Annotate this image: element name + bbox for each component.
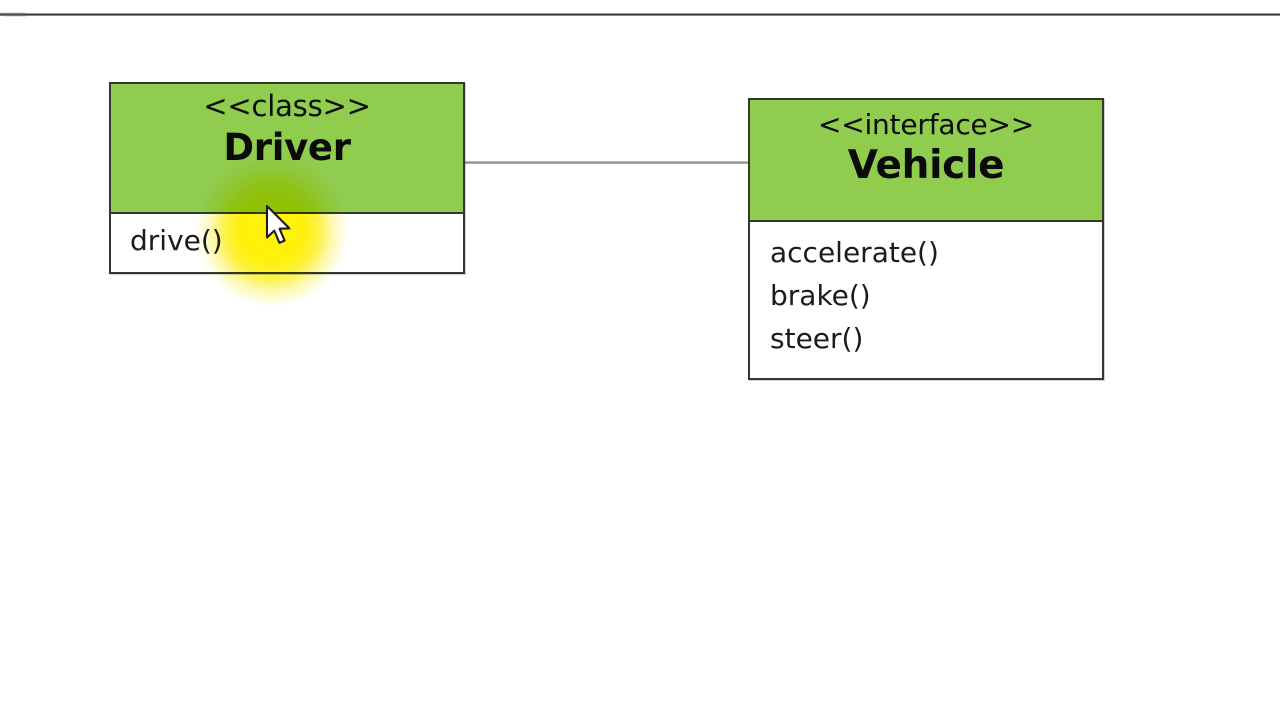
page-top-edge-line <box>0 12 1280 17</box>
uml-member-steer[interactable]: steer() <box>770 322 864 356</box>
uml-interface-vehicle-members: accelerate() brake() steer() <box>750 222 1102 369</box>
uml-interface-vehicle[interactable]: <<interface>> Vehicle accelerate() brake… <box>748 98 1104 380</box>
uml-member-brake[interactable]: brake() <box>770 279 871 313</box>
uml-interface-vehicle-name: Vehicle <box>847 143 1005 189</box>
association-line-driver-vehicle <box>465 161 748 164</box>
uml-class-driver-members: drive() <box>111 214 463 270</box>
uml-class-driver-stereotype: <<class>> <box>203 89 371 123</box>
uml-class-driver-header: <<class>> Driver <box>111 84 463 214</box>
uml-interface-vehicle-stereotype: <<interface>> <box>817 108 1035 141</box>
uml-class-driver-name: Driver <box>223 126 351 170</box>
uml-interface-vehicle-header: <<interface>> Vehicle <box>750 100 1102 222</box>
uml-member-drive[interactable]: drive() <box>130 224 223 257</box>
uml-class-driver[interactable]: <<class>> Driver drive() <box>109 82 465 274</box>
uml-member-accelerate[interactable]: accelerate() <box>770 236 939 269</box>
